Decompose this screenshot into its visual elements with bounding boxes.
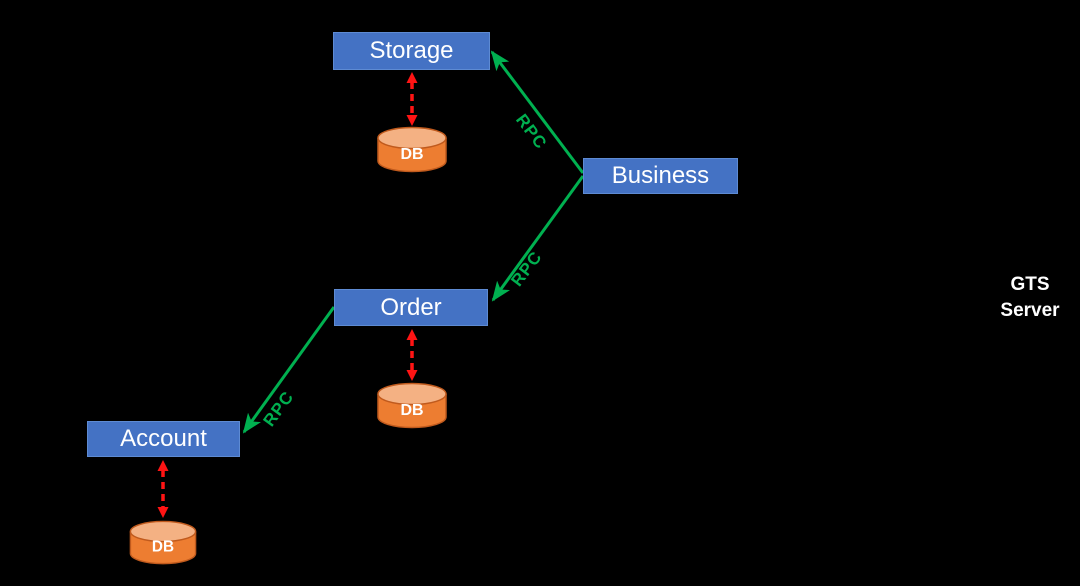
service-node-business: Business — [583, 158, 738, 194]
rpc-arrow-order-account — [242, 306, 336, 434]
service-node-order: Order — [334, 289, 488, 326]
rpc-arrow-business-storage — [490, 50, 585, 174]
service-label-account: Account — [120, 425, 207, 452]
db-label-storage: DB — [400, 146, 423, 163]
db-label-order: DB — [400, 402, 423, 419]
rpc-arrow-business-order — [491, 175, 585, 302]
database-cylinder-order: DB — [377, 382, 447, 429]
service-label-storage: Storage — [369, 37, 454, 64]
database-cylinder-account: DB — [129, 520, 197, 565]
gts-server-line2: Server — [1000, 300, 1060, 321]
service-node-storage: Storage — [333, 32, 490, 70]
db-label-account: DB — [152, 539, 174, 556]
service-node-account: Account — [87, 421, 240, 457]
db-link-arrow-storage — [406, 72, 418, 126]
service-label-order: Order — [380, 293, 442, 321]
db-link-arrow-account — [157, 460, 169, 518]
gts-server-label: GTS Server — [985, 272, 1075, 324]
db-link-arrow-order — [406, 329, 418, 381]
service-label-business: Business — [611, 162, 710, 189]
gts-server-line1: GTS — [1010, 274, 1050, 295]
database-cylinder-storage: DB — [377, 126, 447, 173]
